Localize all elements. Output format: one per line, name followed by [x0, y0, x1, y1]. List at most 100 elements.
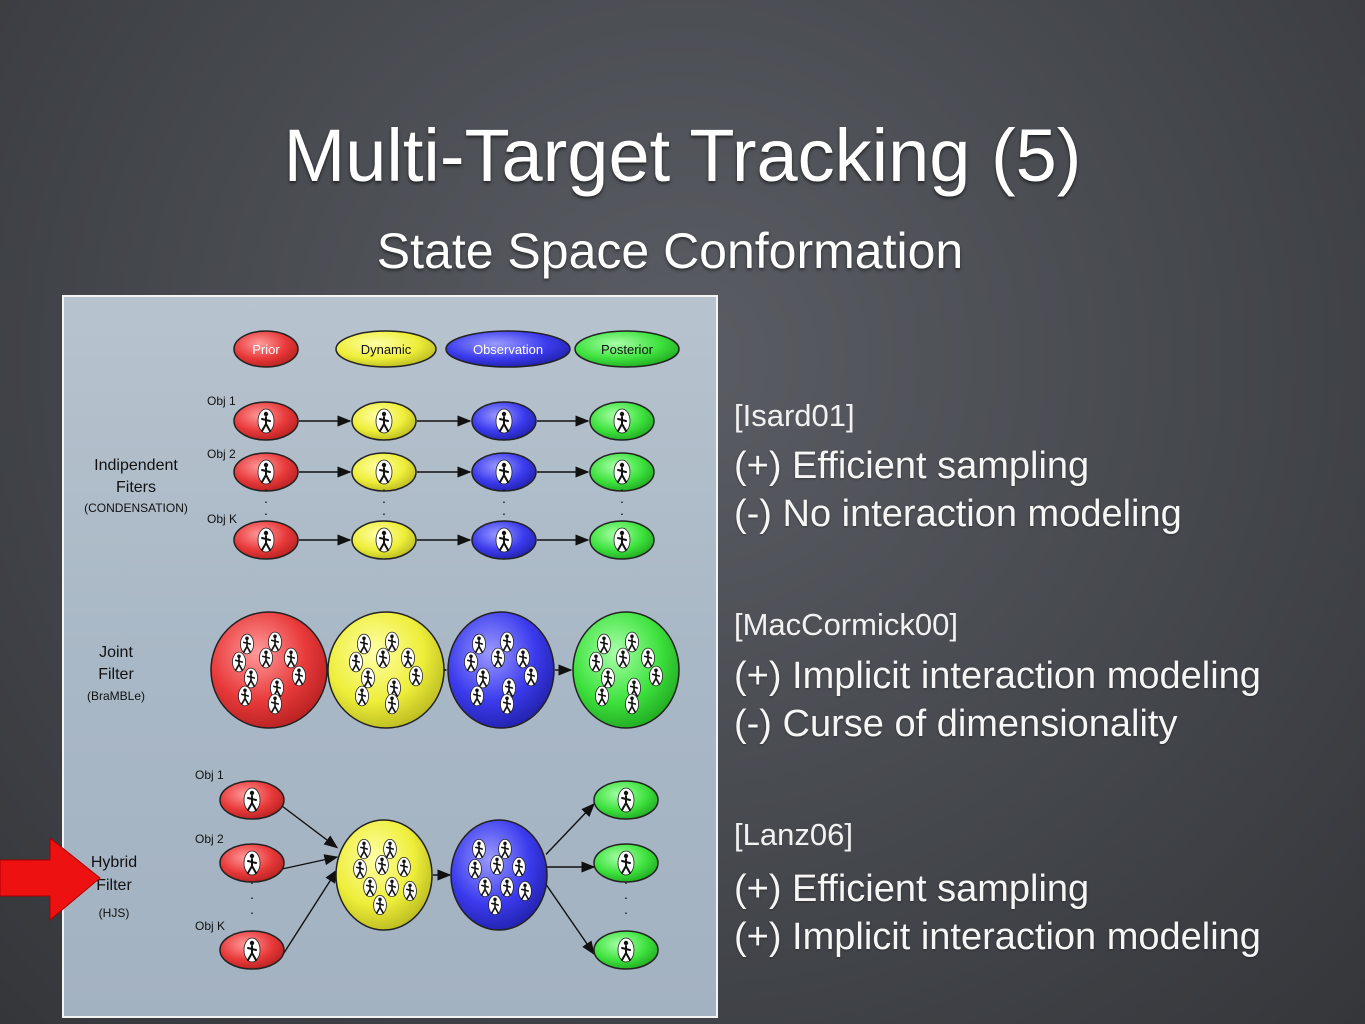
pedestrian-icon — [385, 693, 399, 715]
ellipsis-dot: · — [502, 481, 507, 497]
joint-dynamic-ellipse — [327, 611, 445, 729]
pedestrian-icon — [649, 665, 663, 687]
hybrid-obj2-label: Obj 2 — [195, 832, 224, 846]
legend-dynamic: Dynamic — [335, 330, 437, 368]
pedestrian-icon — [403, 881, 417, 902]
pedestrian-icon — [257, 527, 275, 553]
ref-line-lanz06-pro1: (+) Efficient sampling — [734, 868, 1090, 910]
independent-dynamic-node-1 — [351, 401, 417, 441]
pedestrian-icon — [375, 855, 389, 876]
pedestrian-icon — [502, 677, 516, 699]
pedestrian-icon — [468, 859, 482, 880]
pedestrian-icon — [476, 667, 490, 689]
split-arrow — [545, 802, 595, 855]
svg-text:Filter: Filter — [96, 877, 132, 894]
pedestrian-icon — [472, 633, 486, 655]
independent-posterior-node-2 — [589, 452, 655, 492]
ellipsis-dot: · — [264, 493, 269, 509]
pedestrian-icon — [495, 527, 513, 553]
ellipsis-dot: · — [250, 904, 255, 920]
independent-dynamic-node-2 — [351, 452, 417, 492]
ellipsis-dot: · — [620, 481, 625, 497]
pedestrian-icon — [589, 651, 603, 673]
filter-diagram: Prior Dynamic Observation Posterior Indi… — [62, 295, 718, 1018]
pedestrian-icon — [270, 677, 284, 699]
pedestrian-icon — [257, 459, 275, 485]
obj2-label: Obj 2 — [207, 447, 236, 461]
pedestrian-icon — [500, 877, 514, 898]
label-joint: Joint Filter (BraMBLe) — [87, 644, 145, 703]
pedestrian-icon — [243, 937, 261, 963]
pedestrian-icon — [268, 693, 282, 715]
ellipsis-dots: ·················· — [250, 481, 629, 920]
ellipsis-dot: · — [382, 505, 387, 521]
pedestrian-icon — [375, 459, 393, 485]
hybrid-posterior-node-3 — [593, 930, 659, 970]
independent-observation-node-3 — [471, 520, 537, 560]
ref-line-lanz06-pro2: (+) Implicit interaction modeling — [734, 916, 1261, 958]
pedestrian-icon — [375, 408, 393, 434]
merge-arrow — [281, 805, 339, 849]
pedestrian-icon — [257, 408, 275, 434]
pedestrian-icon — [268, 631, 282, 653]
independent-prior-node-3 — [233, 520, 299, 560]
svg-text:(CONDENSATION): (CONDENSATION) — [84, 501, 188, 515]
ref-line-isard01-con: (-) No interaction modeling — [734, 493, 1182, 535]
legend-prior: Prior — [233, 330, 299, 368]
hybrid-prior-node-1 — [219, 780, 285, 820]
independent-observation-node-1 — [471, 401, 537, 441]
ellipsis-dot: · — [264, 481, 269, 497]
pedestrian-icon — [240, 633, 254, 655]
pedestrian-icon — [613, 527, 631, 553]
pedestrian-icon — [625, 693, 639, 715]
pedestrian-icon — [363, 877, 377, 898]
pedestrian-icon — [641, 647, 655, 669]
pedestrian-icon — [616, 647, 630, 669]
pedestrian-icon — [516, 647, 530, 669]
pedestrian-icon — [409, 665, 423, 687]
joint-observation-ellipse — [447, 611, 555, 729]
hybrid-prior-node-3 — [219, 930, 285, 970]
legend-observation: Observation — [445, 330, 571, 368]
filter-diagram-svg: Prior Dynamic Observation Posterior Indi… — [84, 330, 680, 970]
svg-text:Observation: Observation — [473, 342, 543, 357]
label-hybrid: Hybrid Filter (HJS) — [91, 854, 137, 920]
merge-arrow — [281, 854, 339, 870]
ellipsis-dot: · — [624, 904, 629, 920]
pedestrian-icon — [375, 527, 393, 553]
svg-text:Fiters: Fiters — [116, 479, 156, 496]
pedestrian-icon — [349, 651, 363, 673]
hybrid-prior-node-2 — [219, 843, 285, 883]
hybrid-objk-label: Obj K — [195, 919, 225, 933]
ellipsis-dot: · — [264, 505, 269, 521]
pedestrian-icon — [376, 647, 390, 669]
svg-text:Joint: Joint — [99, 644, 133, 661]
pedestrian-icon — [613, 459, 631, 485]
pedestrian-icon — [617, 850, 635, 876]
pedestrian-icon — [627, 677, 641, 699]
ref-tag-maccormick00: [MacCormick00] — [734, 607, 958, 642]
pedestrian-icon — [491, 647, 505, 669]
pedestrian-icon — [385, 631, 399, 653]
ref-line-isard01-pro: (+) Efficient sampling — [734, 445, 1090, 487]
ellipsis-dot: · — [624, 874, 629, 890]
pedestrian-icon — [385, 877, 399, 898]
pedestrian-icon — [490, 855, 504, 876]
ellipsis-dot: · — [250, 889, 255, 905]
pedestrian-icon — [625, 631, 639, 653]
pedestrian-icon — [470, 685, 484, 707]
pedestrian-icon — [357, 633, 371, 655]
ellipsis-dot: · — [382, 481, 387, 497]
objk-label: Obj K — [207, 512, 237, 526]
hybrid-posterior-node-1 — [593, 780, 659, 820]
split-arrow — [545, 884, 595, 956]
pedestrian-icon — [617, 787, 635, 813]
ref-line-maccormick00-pro: (+) Implicit interaction modeling — [734, 655, 1261, 697]
merge-arrow — [281, 868, 338, 957]
hybrid-obj1-label: Obj 1 — [195, 768, 224, 782]
pedestrian-icon — [244, 667, 258, 689]
pedestrian-icon — [284, 647, 298, 669]
pedestrian-icon — [518, 881, 532, 902]
independent-posterior-node-1 — [589, 401, 655, 441]
pedestrian-icon — [613, 408, 631, 434]
